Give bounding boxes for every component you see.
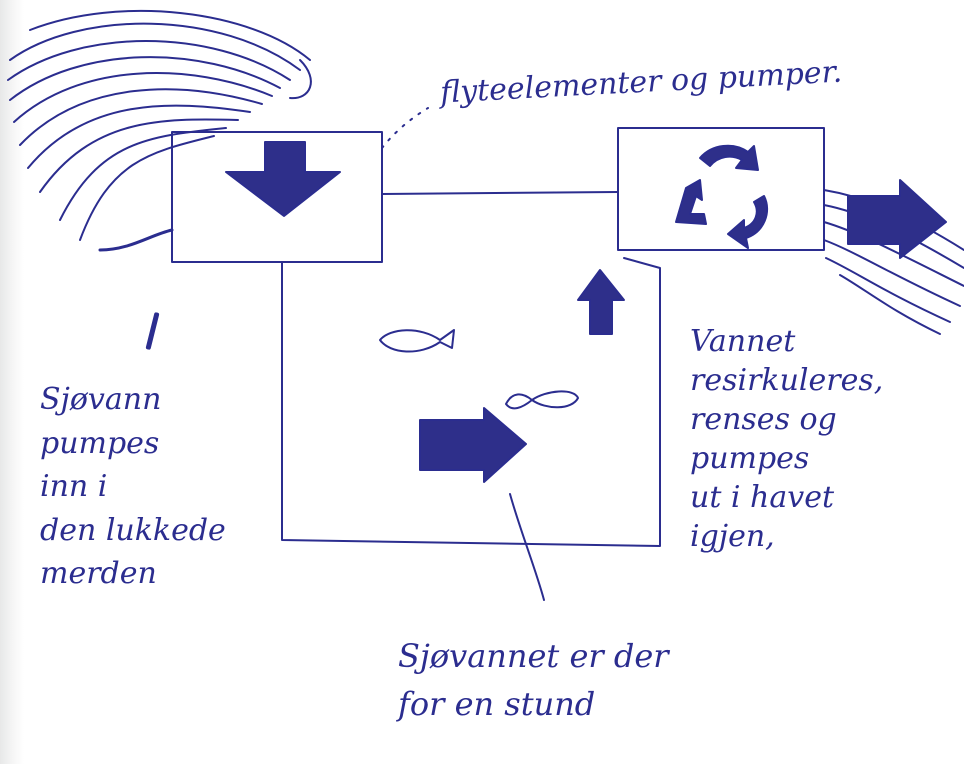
seawater-intake-lines (7, 9, 312, 252)
annotation-line: resirkuleres, (690, 363, 884, 398)
annotation-line: Sjøvannet er der (398, 637, 669, 675)
annotation-residence: Sjøvannet er der for en stund (398, 632, 669, 728)
dotted-leader (381, 107, 429, 149)
annotation-recirculation: Vannet resirkuleres, renses og pumpes ut… (690, 322, 883, 556)
flow-arrow-icon (419, 407, 527, 483)
annotation-line: inn i (40, 469, 108, 504)
down-arrow-icon (225, 141, 341, 217)
annotation-line: pumpes (690, 441, 810, 476)
recycle-icon (675, 144, 769, 249)
right-arrow-icon (847, 179, 947, 259)
annotation-line: renses og (690, 402, 837, 437)
annotation-line: igjen, (690, 519, 775, 554)
annotation-line: pumpes (40, 425, 160, 461)
bottom-leader-line (509, 493, 545, 601)
annotation-line: merden (40, 556, 157, 591)
fish-icon (379, 329, 455, 353)
inlet-pump-box (171, 131, 383, 263)
annotation-line: ut i havet (690, 480, 835, 515)
fish-icon (505, 390, 579, 410)
annotation-line: Vannet (690, 324, 796, 359)
closed-pen-box (281, 257, 661, 547)
annotation-line: for en stund (398, 685, 596, 723)
annotation-line: Sjøvann (40, 382, 162, 417)
annotation-seawater-intake: Sjøvann pumpes inn i den lukkede merden (40, 378, 226, 596)
annotation-line: den lukkede (40, 512, 226, 548)
connector-line (381, 191, 619, 195)
up-arrow-icon (577, 269, 625, 335)
